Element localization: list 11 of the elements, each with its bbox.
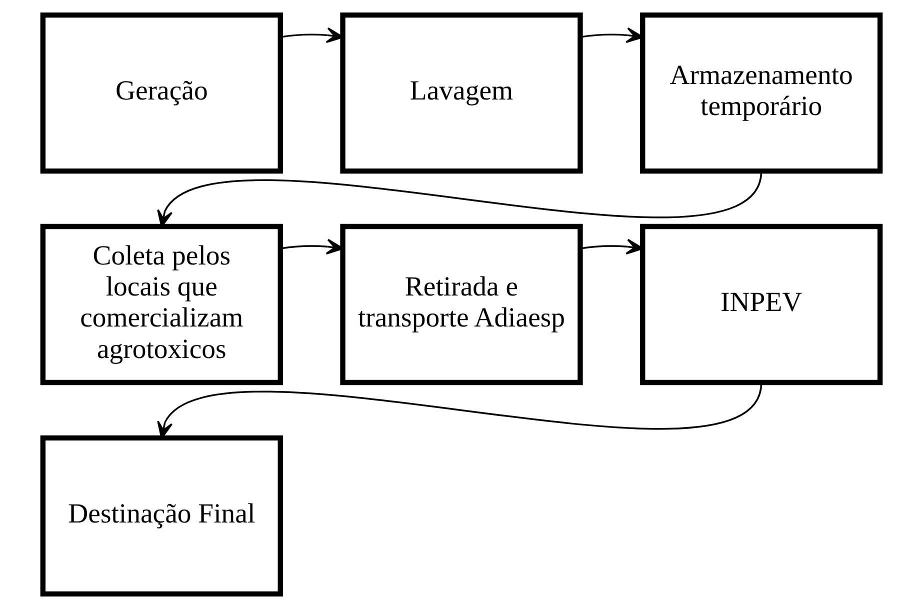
node-box: Coleta pelos locais que comercializam agrotoxicos: [40, 224, 282, 386]
arrow: [280, 27, 344, 44]
node-box: INPEV: [640, 224, 882, 386]
arrow: [280, 238, 344, 254]
arrow: [580, 27, 643, 44]
node-box: Lavagem: [340, 12, 582, 174]
node-box: Destinação Final: [40, 435, 282, 597]
arrow: [580, 238, 643, 254]
node-box: Armazenamento temporário: [640, 12, 882, 174]
node-box: Retirada e transporte Adiaesp: [340, 224, 582, 386]
node-box: Geração: [40, 12, 282, 174]
